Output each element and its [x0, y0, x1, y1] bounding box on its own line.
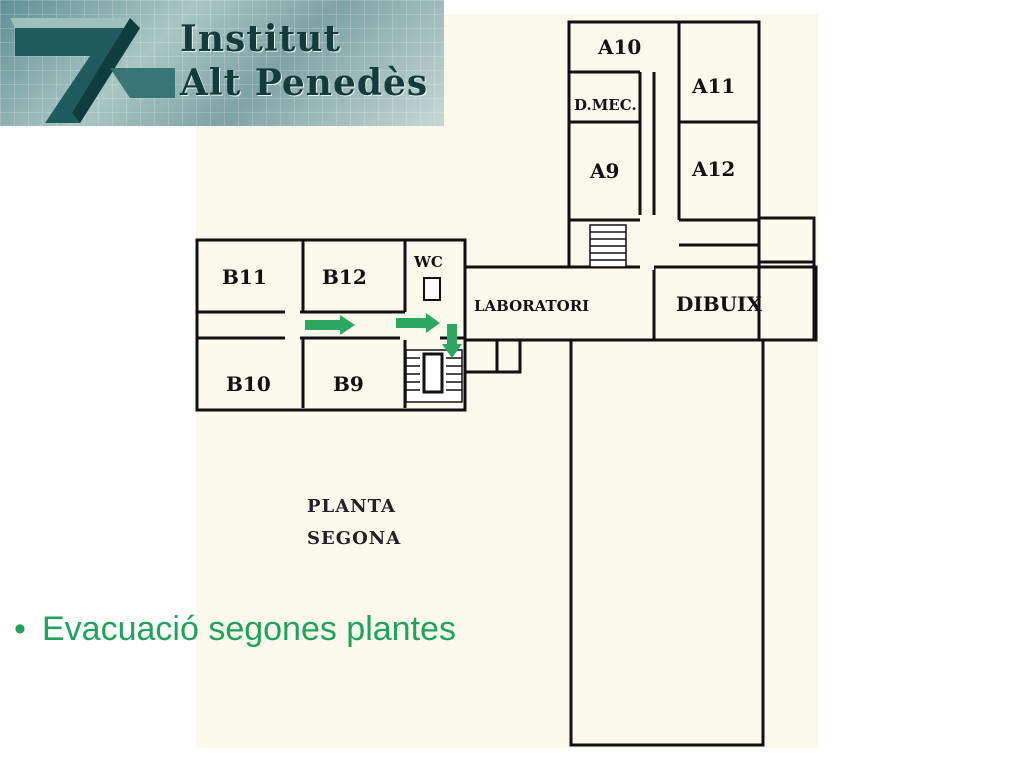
arrow-south	[442, 324, 462, 358]
floor-caption-line2: SEGONA	[307, 528, 402, 549]
room-a10: A10	[597, 35, 641, 59]
bullet-text: Evacuació segones plantes	[42, 610, 456, 648]
arrow-east-2	[396, 313, 440, 333]
institute-logo: Institut Alt Penedès	[0, 0, 444, 126]
evacuation-arrows	[305, 313, 462, 358]
logo-7-icon	[10, 18, 175, 123]
bullet-item: • Evacuació segones plantes	[14, 610, 456, 649]
room-dmec: D.MEC.	[574, 96, 637, 114]
room-a9: A9	[589, 159, 619, 183]
logo-text-line2: Alt Penedès	[180, 62, 429, 104]
plan-background	[196, 14, 818, 748]
room-b9: B9	[333, 372, 364, 396]
stairs-a	[589, 224, 627, 268]
room-b11: B11	[222, 265, 267, 289]
room-wc: WC	[413, 253, 443, 271]
room-laboratori: LABORATORI	[474, 297, 589, 315]
room-a12: A12	[691, 157, 735, 181]
wing-b-outline	[195, 238, 467, 412]
room-b12: B12	[322, 265, 367, 289]
wc-fixture	[423, 277, 441, 301]
long-wing-outline	[569, 338, 765, 747]
room-a11: A11	[691, 74, 735, 98]
bullet-symbol: •	[14, 610, 26, 648]
stairs-b	[405, 349, 463, 403]
room-b10: B10	[226, 372, 271, 396]
room-dibuix: DIBUIX	[676, 292, 762, 316]
logo-text-line1: Institut	[180, 18, 342, 60]
arrow-east-1	[305, 315, 355, 335]
floor-caption-line1: PLANTA	[307, 496, 396, 517]
